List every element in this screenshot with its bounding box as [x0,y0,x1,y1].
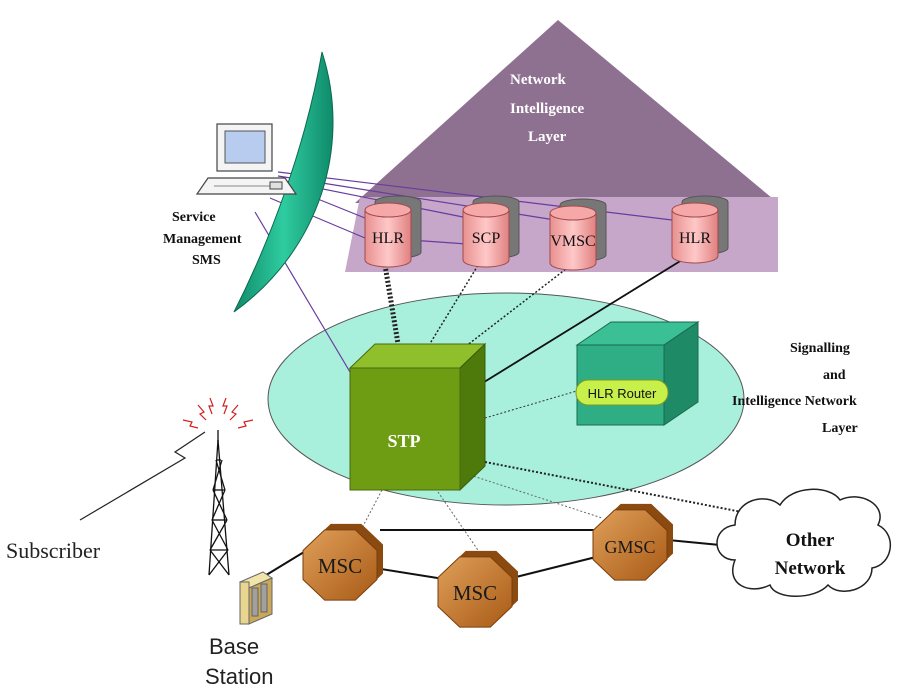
switch-label-msc-1: MSC [318,554,362,578]
link-scp-stp [414,261,481,369]
signalling-label-1: Signalling [790,341,850,356]
service-management-line-1: Service [172,210,216,225]
computer-icon [195,123,298,195]
hlr-router-label: HLR Router [588,386,657,401]
signalling-label-3: Intelligence Network [732,394,857,409]
signalling-label-2: and [823,368,846,383]
link-vmsc-stp [434,261,576,371]
base-station-icon [238,571,274,625]
signalling-label-4: Layer [822,421,858,436]
service-management-line-3: SMS [192,253,221,268]
base-station-line-1: Base [209,634,259,659]
switch-msc-2: MSC [437,550,518,628]
service-management-line-2: Management [163,232,242,247]
hlr-router-cube [575,321,700,426]
link-hlr-right-stp [467,254,691,393]
stp-label: STP [387,431,420,451]
link-gmsc-cloud [667,539,721,546]
switch-label-msc-2: MSC [453,581,497,605]
network-layer-title-3: Layer [528,129,567,145]
switch-group: MSC MSC GMSC [302,503,673,628]
wireless-link-icon [79,431,206,521]
other-network-line-1: Other [786,530,835,551]
database-label-scp: SCP [472,230,501,247]
link-msc2-gmsc [511,555,601,579]
signalling-layer-label: Signalling and Intelligence Network Laye… [732,341,858,436]
network-layer-triangle [355,20,778,203]
satellite-dish-icon [233,51,334,313]
link-stp-msc-1 [361,489,383,529]
link-stp-hlr-router [484,389,581,419]
link-stp-gmsc [469,474,603,519]
database-hlr-right: HLR [671,195,729,264]
database-hlr-left: HLR [364,195,422,268]
other-network-line-2: Network [775,558,846,579]
link-stp-other-network [484,461,753,515]
database-vmsc: VMSC [549,198,607,271]
database-group: HLR SCP VMSC HLR [364,195,729,271]
switch-gmsc: GMSC [592,503,673,581]
link-stp-msc-2 [437,491,483,557]
database-label-hlr-left: HLR [372,230,404,247]
switch-msc-1: MSC [302,523,383,601]
database-label-vmsc: VMSC [550,233,595,250]
database-scp: SCP [462,195,520,268]
antenna-tower-icon [208,430,230,576]
cloud-icon [716,488,892,597]
subscriber-label: Subscriber [6,538,101,563]
network-layer-title-2: Intelligence [510,101,584,117]
signal-waves-icon [182,397,254,429]
database-label-hlr-right: HLR [679,230,711,247]
network-layer-title-1: Network [510,72,566,88]
link-hlr-stp [382,264,405,369]
stp-cube [348,342,487,492]
switch-label-gmsc: GMSC [604,537,655,557]
base-station-line-2: Station [205,664,274,689]
